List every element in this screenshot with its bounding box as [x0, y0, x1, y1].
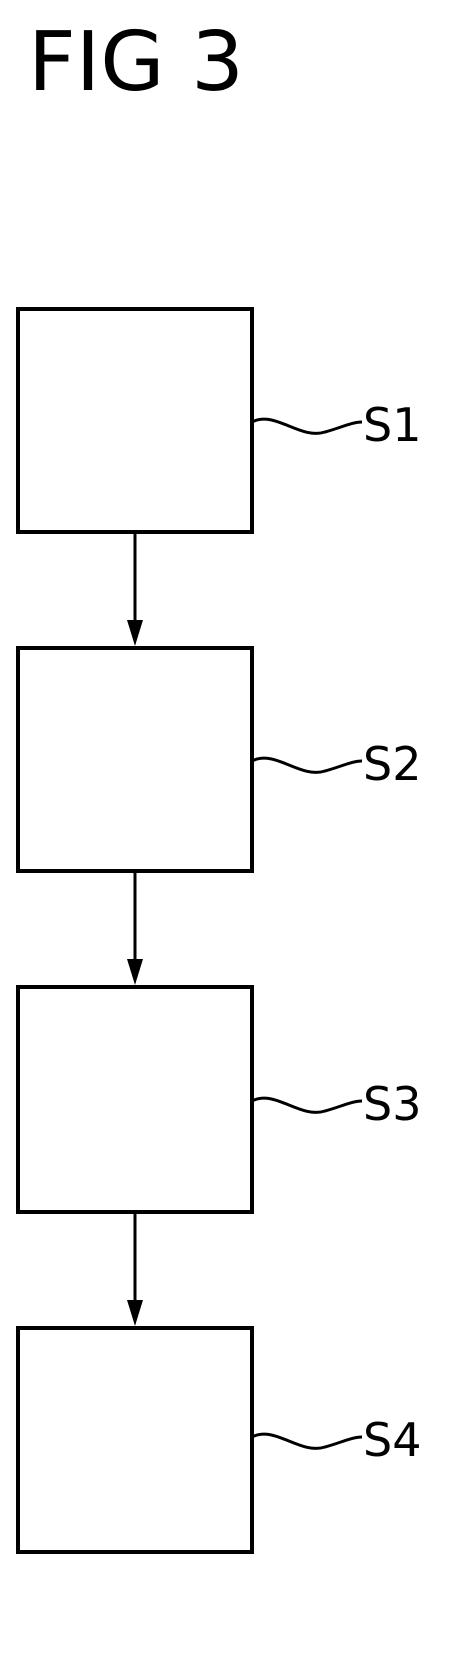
leader-line-s2 [252, 758, 362, 772]
arrow-s1-s2 [127, 532, 143, 646]
step-label-s3: S3 [363, 1077, 421, 1131]
step-label-s2: S2 [363, 737, 421, 791]
leader-line-s4 [252, 1434, 362, 1448]
step-box-s4 [18, 1328, 252, 1552]
figure-title: FIG 3 [28, 15, 244, 110]
step-s4: S4 [18, 1328, 421, 1552]
step-s3: S3 [18, 987, 421, 1212]
leader-line-s3 [252, 1098, 362, 1112]
arrow-s2-s3 [127, 871, 143, 985]
arrow-s3-s4 [127, 1212, 143, 1326]
step-box-s1 [18, 309, 252, 532]
step-box-s3 [18, 987, 252, 1212]
step-s1: S1 [18, 309, 421, 532]
arrowhead-s2-s3 [127, 959, 143, 985]
leader-line-s1 [252, 419, 362, 433]
arrowhead-s3-s4 [127, 1300, 143, 1326]
step-s2: S2 [18, 648, 421, 871]
step-box-s2 [18, 648, 252, 871]
step-label-s4: S4 [363, 1413, 421, 1467]
step-label-s1: S1 [363, 398, 421, 452]
arrowhead-s1-s2 [127, 620, 143, 646]
